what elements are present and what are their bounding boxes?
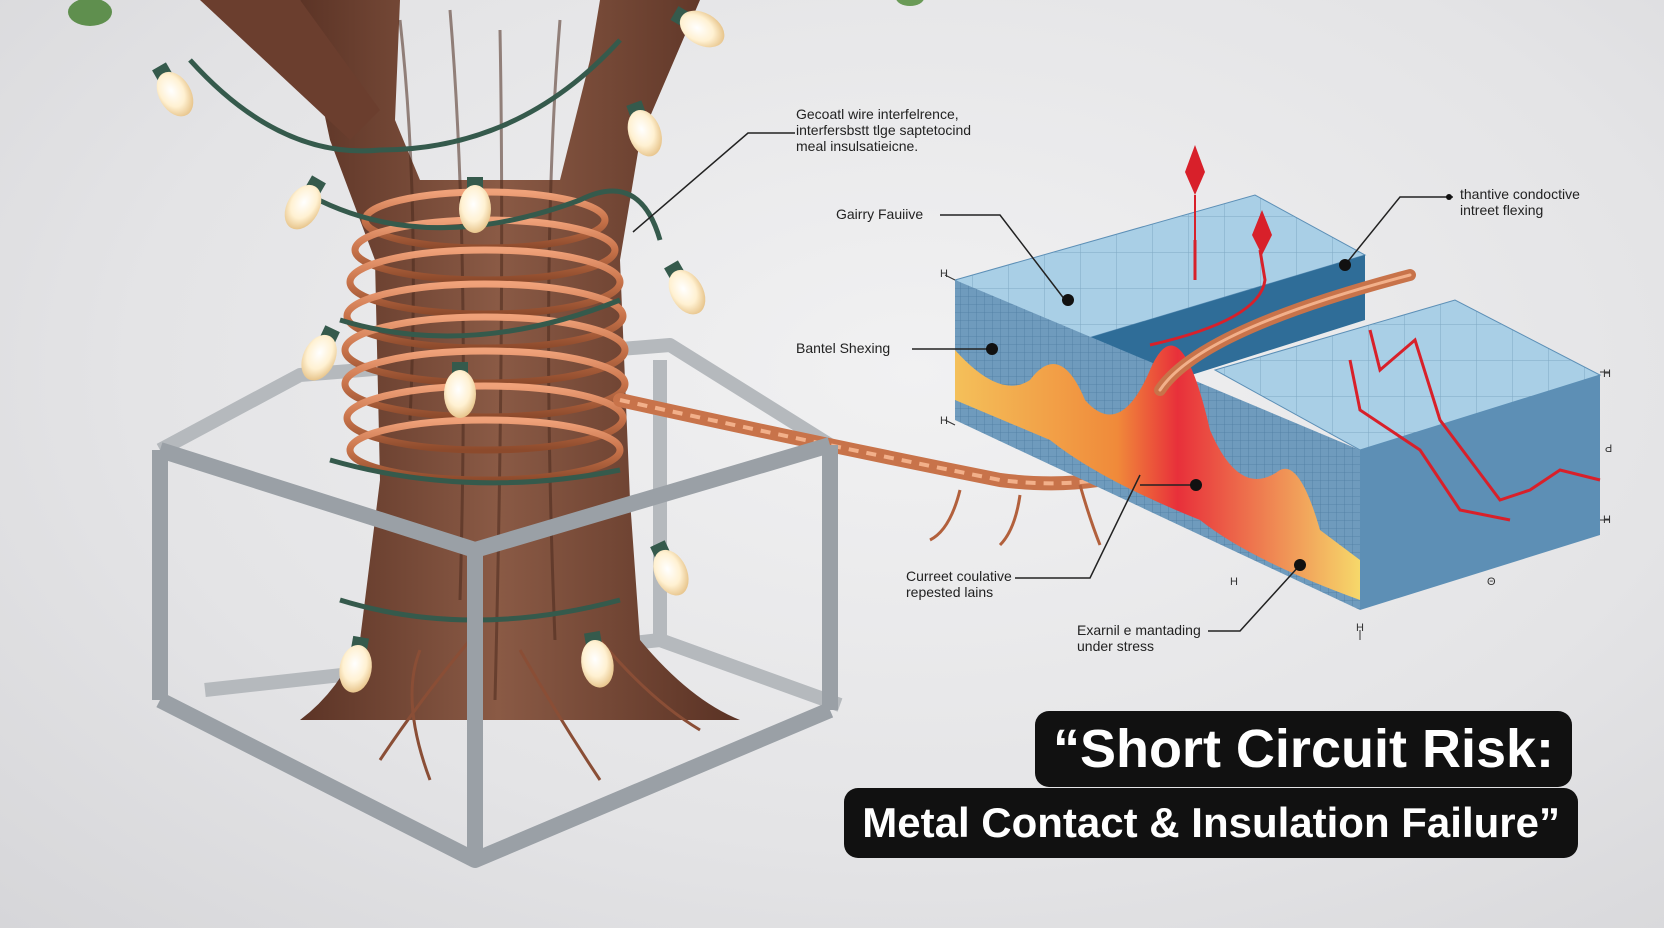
axis-mark-h: H: [1230, 576, 1238, 588]
callout-top: Gecoatl wire interfelrence, interfersbst…: [796, 106, 971, 154]
callout-top-line-3: meal insulsatieicne.: [796, 138, 919, 154]
axis-mark-e: Ԁ: [1605, 443, 1613, 455]
spark-icon: [1185, 145, 1272, 255]
callout-bottom-right-line-1: Exarnil e mantading: [1077, 622, 1201, 638]
tree-roots: [378, 639, 701, 781]
light-bulbs: [152, 6, 725, 693]
callout-left-1: Gairry Fauiive: [836, 206, 923, 222]
metal-frame-front: [152, 437, 838, 868]
callout-right-line-1: thantive condoctive: [1460, 186, 1580, 202]
axis-mark-c: H: [1603, 368, 1611, 380]
callout-top-line-2: interfersbstt tlge saptetocind: [796, 122, 972, 138]
axis-mark-b: H: [940, 415, 948, 427]
axis-ticks: [944, 274, 1610, 640]
callout-left-2-line: Bantel Shexing: [796, 340, 891, 356]
block-wire: [1154, 269, 1416, 396]
callout-left-2: Bantel Shexing: [796, 340, 890, 356]
callout-left-1-line: Gairry Fauiive: [836, 206, 924, 222]
axis-mark-a: H: [940, 268, 948, 280]
callout-bottom-left-line-2: repested lains: [906, 584, 994, 600]
cross-section-block: [953, 194, 1602, 610]
leader-dots: [986, 194, 1452, 571]
axis-mark-d: H: [1603, 514, 1611, 526]
callout-right: thantive condoctive intreet flexing: [1460, 186, 1580, 218]
callout-bottom-right-line-2: under stress: [1077, 638, 1155, 654]
leaf-group: [68, 0, 924, 26]
axis-mark-g: Θ: [1487, 576, 1496, 588]
headline-line-2: Metal Contact & Insulation Failure”: [844, 788, 1578, 858]
tree-trunk: [200, 0, 740, 720]
callout-bottom-right: Exarnil e mantading under stress: [1077, 622, 1201, 654]
callout-top-line-1: Gecoatl wire interfelrence,: [796, 106, 959, 122]
callout-right-line-2: intreet flexing: [1460, 202, 1544, 218]
callout-bottom-left: Curreet coulative repested lains: [906, 568, 1012, 600]
callout-bottom-left-line-1: Curreet coulative: [906, 568, 1012, 584]
leader-lines: [632, 132, 1453, 632]
headline-line-1: “Short Circuit Risk:: [1034, 711, 1572, 787]
axis-mark-f: H: [1356, 622, 1364, 634]
